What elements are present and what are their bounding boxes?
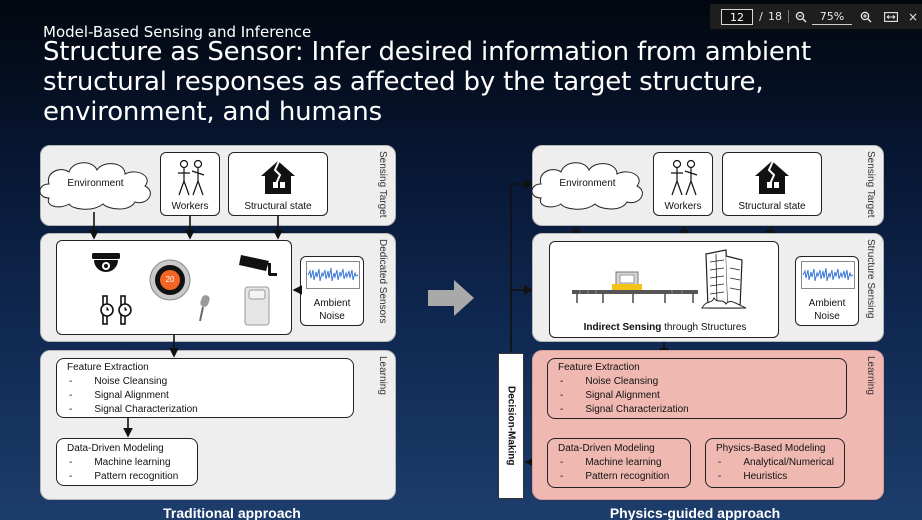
- left-ambient-noise-label: Ambient Noise: [313, 298, 351, 322]
- cctv-camera-icon: [239, 255, 277, 276]
- conveyor-icon: [572, 271, 698, 303]
- waveform-icon: [801, 261, 855, 289]
- right-pbm-title: Physics-Based Modeling: [716, 443, 826, 454]
- right-feature-item: -Signal Alignment: [560, 390, 660, 401]
- left-sensors-box: 20: [56, 240, 292, 335]
- motion-sensor-icon: [244, 286, 270, 326]
- right-indirect-sensing-box: Indirect Sensing through Structures: [549, 241, 779, 338]
- left-workers-label: Workers: [171, 201, 209, 212]
- right-ddm-item: -Pattern recognition: [560, 471, 670, 482]
- right-structural-state-box: Structural state: [722, 152, 822, 216]
- left-ddm-title: Data-Driven Modeling: [67, 443, 164, 454]
- left-feature-item: -Signal Characterization: [69, 404, 198, 415]
- fit-width-icon[interactable]: [880, 4, 902, 29]
- smartwatch-icon: [100, 295, 132, 325]
- right-ddm-title: Data-Driven Modeling: [558, 443, 655, 454]
- left-dedicated-sensors-label: Dedicated Sensors: [377, 239, 388, 324]
- right-environment-label: Environment: [559, 178, 616, 189]
- left-footer: Traditional approach: [163, 505, 301, 520]
- broken-house-icon: [261, 160, 295, 194]
- right-ambient-noise-box: Ambient Noise: [795, 256, 859, 326]
- left-ddm-item: -Pattern recognition: [69, 471, 179, 482]
- right-ddm-item: -Machine learning: [560, 457, 662, 468]
- thermostat-value: 20: [165, 275, 175, 284]
- viewer-toolbar: 12 / 18 75% ×: [710, 4, 922, 29]
- left-feature-item: -Signal Alignment: [69, 390, 169, 401]
- left-structural-state-box: Structural state: [228, 152, 328, 216]
- right-pbm-item: -Heuristics: [718, 471, 788, 482]
- workers-icon: [178, 159, 205, 196]
- broken-house-icon: [755, 160, 789, 194]
- right-feature-item: -Noise Cleansing: [560, 376, 659, 387]
- zoom-out-icon[interactable]: [790, 4, 812, 29]
- right-footer: Physics-guided approach: [609, 505, 781, 520]
- left-ambient-noise-box: Ambient Noise: [300, 256, 364, 326]
- left-data-driven-box: Data-Driven Modeling -Machine learning -…: [56, 438, 198, 486]
- cloud-icon: [39, 162, 151, 210]
- left-structural-state-label: Structural state: [244, 201, 312, 212]
- right-workers-box: Workers: [653, 152, 713, 216]
- dome-camera-icon: [92, 253, 120, 272]
- toolbar-divider: [788, 10, 789, 23]
- right-structural-state-label: Structural state: [738, 201, 806, 212]
- right-learning-label: Learning: [865, 356, 876, 395]
- close-icon[interactable]: ×: [907, 9, 919, 24]
- left-feature-item: -Noise Cleansing: [69, 376, 168, 387]
- left-environment-label: Environment: [67, 178, 124, 189]
- right-feature-item: -Signal Characterization: [560, 404, 689, 415]
- page-number-input[interactable]: 12: [721, 9, 753, 25]
- decision-making-box: Decision-Making: [498, 353, 524, 499]
- building-icon: [701, 249, 747, 309]
- cloud-icon: [531, 162, 643, 210]
- right-structure-sensing-label: Structure Sensing: [865, 239, 876, 319]
- right-sensing-target-label: Sensing Target: [865, 151, 876, 218]
- waveform-icon: [306, 261, 360, 289]
- thermostat-icon: [149, 259, 191, 301]
- left-workers-box: Workers: [160, 152, 220, 216]
- left-feature-extraction-box: Feature Extraction -Noise Cleansing -Sig…: [56, 358, 354, 418]
- workers-icon: [671, 159, 698, 196]
- page-separator: /: [759, 10, 763, 23]
- right-feature-title: Feature Extraction: [558, 362, 640, 373]
- right-data-driven-box: Data-Driven Modeling -Machine learning -…: [547, 438, 691, 488]
- slide-subtitle: Model-Based Sensing and Inference: [43, 23, 312, 41]
- left-feature-title: Feature Extraction: [67, 362, 149, 373]
- zoom-level[interactable]: 75%: [812, 8, 852, 25]
- right-arrow-icon: [428, 280, 474, 316]
- page-total: 18: [768, 10, 782, 23]
- left-ddm-item: -Machine learning: [69, 457, 171, 468]
- right-pbm-item: -Analytical/Numerical: [718, 457, 834, 468]
- right-physics-based-box: Physics-Based Modeling -Analytical/Numer…: [705, 438, 845, 488]
- right-feature-extraction-box: Feature Extraction -Noise Cleansing -Sig…: [547, 358, 847, 419]
- zoom-in-icon[interactable]: [855, 4, 877, 29]
- right-ambient-noise-label: Ambient Noise: [808, 298, 846, 322]
- right-workers-label: Workers: [664, 201, 702, 212]
- left-learning-label: Learning: [377, 356, 388, 395]
- indirect-sensing-label: Indirect Sensing through Structures: [583, 322, 747, 333]
- microphone-icon: [199, 295, 210, 322]
- slide-title: Structure as Sensor: Infer desired infor…: [43, 37, 811, 127]
- left-sensing-target-label: Sensing Target: [377, 151, 388, 218]
